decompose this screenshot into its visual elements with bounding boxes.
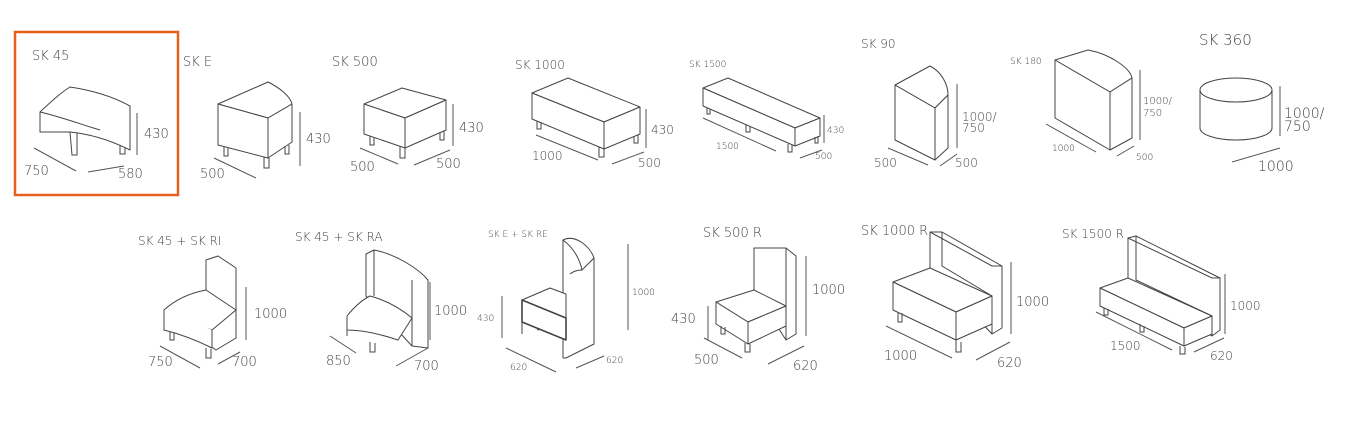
dimension-height: 1000 (632, 288, 655, 298)
dimension-width: 500 (350, 160, 375, 175)
dimension-height-alt: 750 (1284, 119, 1311, 135)
item-label: SK 500 (332, 55, 378, 70)
dimension-width: 500 (874, 156, 897, 170)
dimension-depth: 500 (436, 157, 461, 172)
dimension-height: 1000/ (1143, 96, 1172, 107)
item-label: SK 1500 R (1062, 227, 1124, 241)
dimension-depth: 500 (1136, 153, 1153, 163)
dimension-height-alt: 750 (1143, 108, 1162, 119)
dimension-height: 430 (827, 126, 844, 136)
item-label: SK 45 + SK RA (295, 230, 383, 244)
item-sk-45[interactable]: SK 45 430 750 580 (13, 30, 180, 197)
item-sk-45-ri[interactable]: SK 45 + SK RI 1000 750 700 (138, 234, 287, 370)
item-sk-e[interactable]: SK E 430 500 (183, 55, 331, 182)
item-sk-500[interactable]: SK 500 430 500 500 (332, 55, 484, 175)
item-label: SK 180 (1010, 57, 1042, 67)
dimension-width: 750 (148, 355, 173, 370)
dimension-depth: 580 (118, 167, 143, 182)
dimension-height: 1000 (254, 307, 287, 322)
item-sk-1000-r[interactable]: SK 1000 R 1000 1000 620 (861, 224, 1049, 371)
dimension-depth: 620 (997, 356, 1022, 371)
item-label: SK 45 (32, 49, 69, 64)
item-label: SK 45 + SK RI (138, 234, 221, 248)
dimension-height: 1000 (812, 283, 845, 298)
item-sk-45-ra[interactable]: SK 45 + SK RA 1000 850 700 (295, 230, 467, 374)
item-label: SK E (183, 55, 212, 70)
seat-shape (39, 86, 131, 151)
item-label: SK 1000 (515, 58, 565, 72)
item-sk-180[interactable]: SK 180 1000/ 750 1000 500 (1010, 49, 1172, 163)
dimension-height: 1000/ (1284, 106, 1325, 122)
dimension-width: 1500 (1110, 339, 1141, 353)
item-sk-500-r[interactable]: SK 500 R 1000 430 500 620 (671, 226, 845, 374)
dimension-height-alt: 750 (962, 121, 985, 135)
dimension-height: 430 (144, 127, 169, 142)
dimension-seat-height: 430 (477, 314, 494, 324)
dimension-width: 1000 (1052, 144, 1075, 154)
dimension-width: 1000 (1258, 159, 1294, 175)
dimension-depth: 500 (815, 152, 832, 162)
dimension-seat-height: 430 (671, 312, 696, 327)
backrest (562, 238, 595, 359)
item-sk-90[interactable]: SK 90 1000/ 750 500 500 (861, 37, 997, 170)
item-sk-360[interactable]: SK 360 1000/ 750 1000 (1199, 31, 1325, 175)
dimension-height: 430 (459, 121, 484, 136)
dimension-depth: 700 (414, 359, 439, 374)
dimension-width: 850 (326, 354, 351, 369)
item-sk-1500-r[interactable]: SK 1500 R 1000 1500 620 (1062, 227, 1261, 363)
item-label: SK E + SK RE (488, 230, 548, 240)
dimension-width: 1500 (716, 142, 739, 152)
dimension-depth: 620 (793, 359, 818, 374)
dimension-depth: 700 (232, 355, 257, 370)
item-label: SK 500 R (703, 226, 762, 241)
dimension-width: 1000 (884, 349, 917, 364)
item-sk-e-re[interactable]: SK E + SK RE 1000 430 620 620 (477, 230, 655, 373)
item-sk-1500[interactable]: SK 1500 430 1500 500 (689, 60, 844, 162)
dimension-width: 1000 (532, 149, 563, 163)
dimension-height: 1000 (1016, 295, 1049, 310)
dimension-height: 430 (651, 123, 674, 137)
dimension-depth: 620 (1210, 349, 1233, 363)
selection-frame (13, 30, 180, 197)
item-label: SK 90 (861, 37, 896, 51)
item-sk-1000[interactable]: SK 1000 430 1000 500 (515, 58, 674, 170)
item-label: SK 1000 R (861, 224, 928, 239)
dimension-width: 500 (694, 353, 719, 368)
dimension-width: 750 (24, 164, 49, 179)
dimension-depth: 500 (955, 156, 978, 170)
dimension-height: 1000/ (962, 110, 997, 124)
dimension-width: 620 (510, 363, 527, 373)
dimension-width: 500 (200, 167, 225, 182)
dimension-height: 430 (306, 132, 331, 147)
dimension-depth: 500 (638, 156, 661, 170)
item-label: SK 360 (1199, 31, 1252, 49)
dimension-height: 1000 (1230, 299, 1261, 313)
dimension-height: 1000 (434, 304, 467, 319)
item-label: SK 1500 (689, 60, 726, 70)
dimension-depth: 620 (606, 356, 623, 366)
